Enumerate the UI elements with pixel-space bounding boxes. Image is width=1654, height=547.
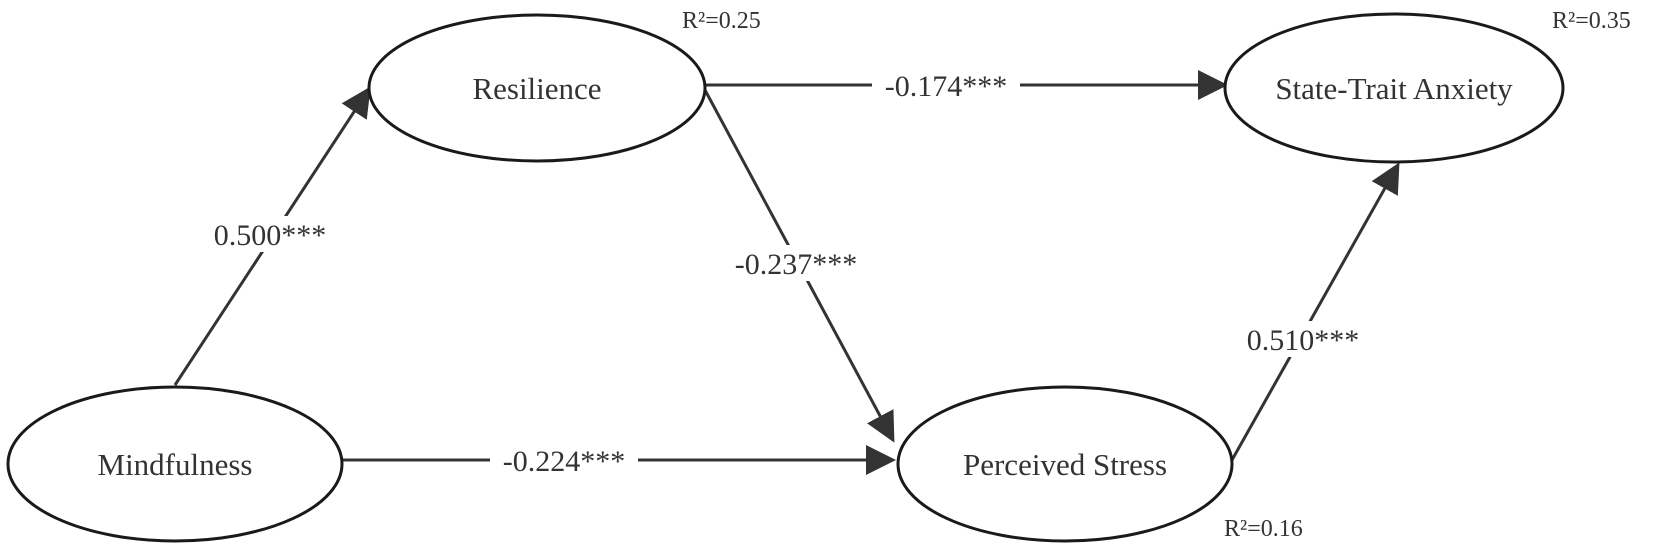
node-anxiety-r2: R²=0.35	[1552, 8, 1631, 34]
node-anxiety: State-Trait Anxiety R²=0.35	[1223, 8, 1631, 164]
edge-mindfulness-stress: -0.224***	[343, 442, 896, 478]
node-resilience-label: Resilience	[472, 71, 601, 106]
node-stress-label: Perceived Stress	[963, 447, 1167, 482]
edge-label-bg	[872, 67, 1020, 103]
node-anxiety-label: State-Trait Anxiety	[1275, 71, 1513, 106]
edge-mindfulness-resilience: 0.500***	[173, 86, 371, 386]
edge-label-mindfulness-stress: -0.224***	[503, 445, 626, 478]
node-stress-r2: R²=0.16	[1224, 516, 1303, 542]
node-resilience-ellipse	[367, 13, 707, 163]
edge-label-resilience-anxiety: -0.174***	[885, 70, 1008, 103]
node-mindfulness-label: Mindfulness	[98, 447, 253, 482]
node-stress-ellipse	[896, 385, 1234, 543]
node-mindfulness: Mindfulness	[6, 385, 344, 543]
node-anxiety-ellipse	[1223, 12, 1565, 164]
edge-label-stress-anxiety: 0.510***	[1247, 324, 1360, 357]
edge-label-resilience-stress: -0.237***	[735, 248, 858, 281]
edge-label-bg	[200, 216, 334, 252]
node-stress: Perceived Stress R²=0.16	[896, 385, 1303, 543]
edge-label-bg	[1236, 321, 1370, 357]
node-resilience-r2: R²=0.25	[682, 8, 761, 34]
edge-stress-anxiety: 0.510***	[1230, 162, 1400, 461]
edge-line-stress-anxiety	[1230, 162, 1400, 461]
node-mindfulness-ellipse	[6, 385, 344, 543]
node-resilience: Resilience R²=0.25	[367, 8, 761, 163]
edge-label-mindfulness-resilience: 0.500***	[214, 219, 327, 252]
edge-label-bg	[490, 442, 638, 478]
edge-label-bg	[722, 245, 870, 281]
edge-resilience-stress: -0.237***	[703, 89, 895, 443]
edge-resilience-anxiety: -0.174***	[705, 67, 1228, 103]
